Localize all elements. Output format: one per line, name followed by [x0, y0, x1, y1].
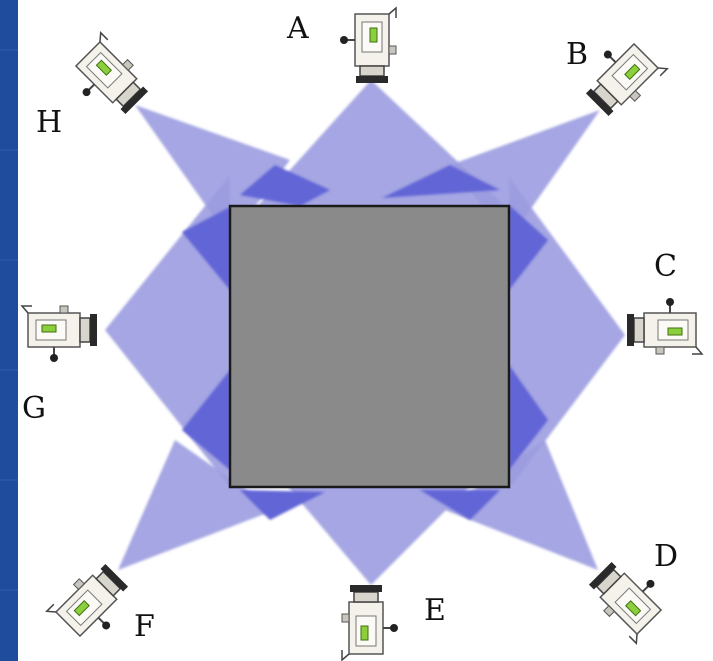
field-d [445, 440, 598, 570]
camera-icon [21, 305, 98, 363]
central-object [228, 204, 511, 489]
camera-label-f: F [134, 609, 155, 644]
camera-label-g: G [22, 391, 46, 426]
camera-label-c: C [654, 249, 677, 284]
camera-label-e: E [424, 593, 446, 628]
camera-label-b: B [566, 37, 589, 72]
camera-label-h: H [36, 105, 63, 140]
overlap-fields [182, 165, 548, 520]
camera-label-a: A [287, 11, 309, 46]
field-g [105, 175, 230, 487]
camera-icon [45, 557, 141, 652]
camera-icon [341, 584, 399, 661]
camera-icon [626, 297, 703, 355]
field-f [118, 440, 275, 570]
camera-label-d: D [654, 539, 679, 574]
camera-icon [573, 28, 669, 123]
camera-icon [339, 7, 397, 84]
